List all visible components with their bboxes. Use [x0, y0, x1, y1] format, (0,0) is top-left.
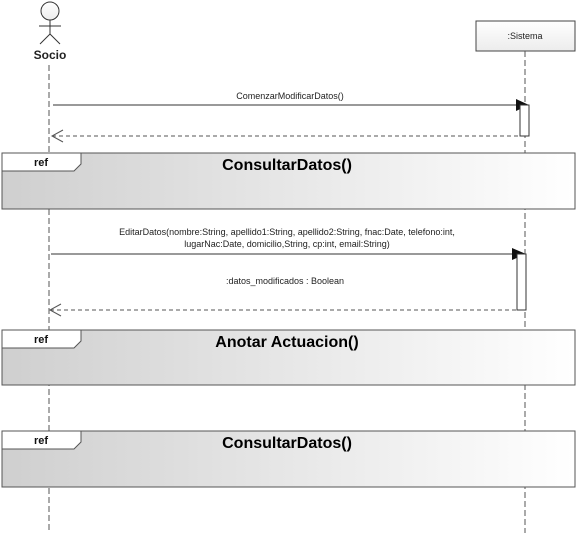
open-arrowhead — [50, 129, 64, 143]
actor-head — [40, 1, 60, 21]
ref-frame-anotar-actuacion: ref Anotar Actuacion() — [1, 329, 576, 386]
ref-tag: ref — [34, 157, 48, 169]
ref-tag: ref — [34, 435, 48, 447]
return-message-2: :datos_modificados : Boolean — [48, 276, 516, 317]
activation-bar-2 — [516, 253, 527, 311]
ref-tag: ref — [34, 334, 48, 346]
message-editar-datos: EditarDatos(nombre:String, apellido1:Str… — [51, 227, 526, 260]
sistema-lifeline-head: :Sistema — [475, 20, 576, 52]
open-arrowhead — [48, 303, 62, 317]
activation-bar-1 — [519, 104, 530, 137]
message-editar-label-line2: lugarNac:Date, domicilio,String, cp:int,… — [184, 239, 390, 249]
frame-title: ConsultarDatos() — [222, 157, 352, 174]
ref-frame-consultar-datos-1: ref ConsultarDatos() — [1, 152, 576, 210]
ref-frame-consultar-datos-2: ref ConsultarDatos() — [1, 430, 576, 488]
frame-title: Anotar Actuacion() — [215, 334, 358, 351]
return-message-2-label: :datos_modificados : Boolean — [226, 276, 344, 286]
message-comenzar: ComenzarModificarDatos() — [53, 91, 529, 111]
sistema-label: :Sistema — [507, 31, 542, 41]
frame-title: ConsultarDatos() — [222, 435, 352, 452]
return-message-1 — [50, 129, 519, 143]
message-editar-label-line1: EditarDatos(nombre:String, apellido1:Str… — [119, 227, 455, 237]
socio-actor: Socio — [34, 1, 67, 62]
socio-label: Socio — [34, 48, 67, 62]
message-comenzar-label: ComenzarModificarDatos() — [236, 91, 344, 101]
